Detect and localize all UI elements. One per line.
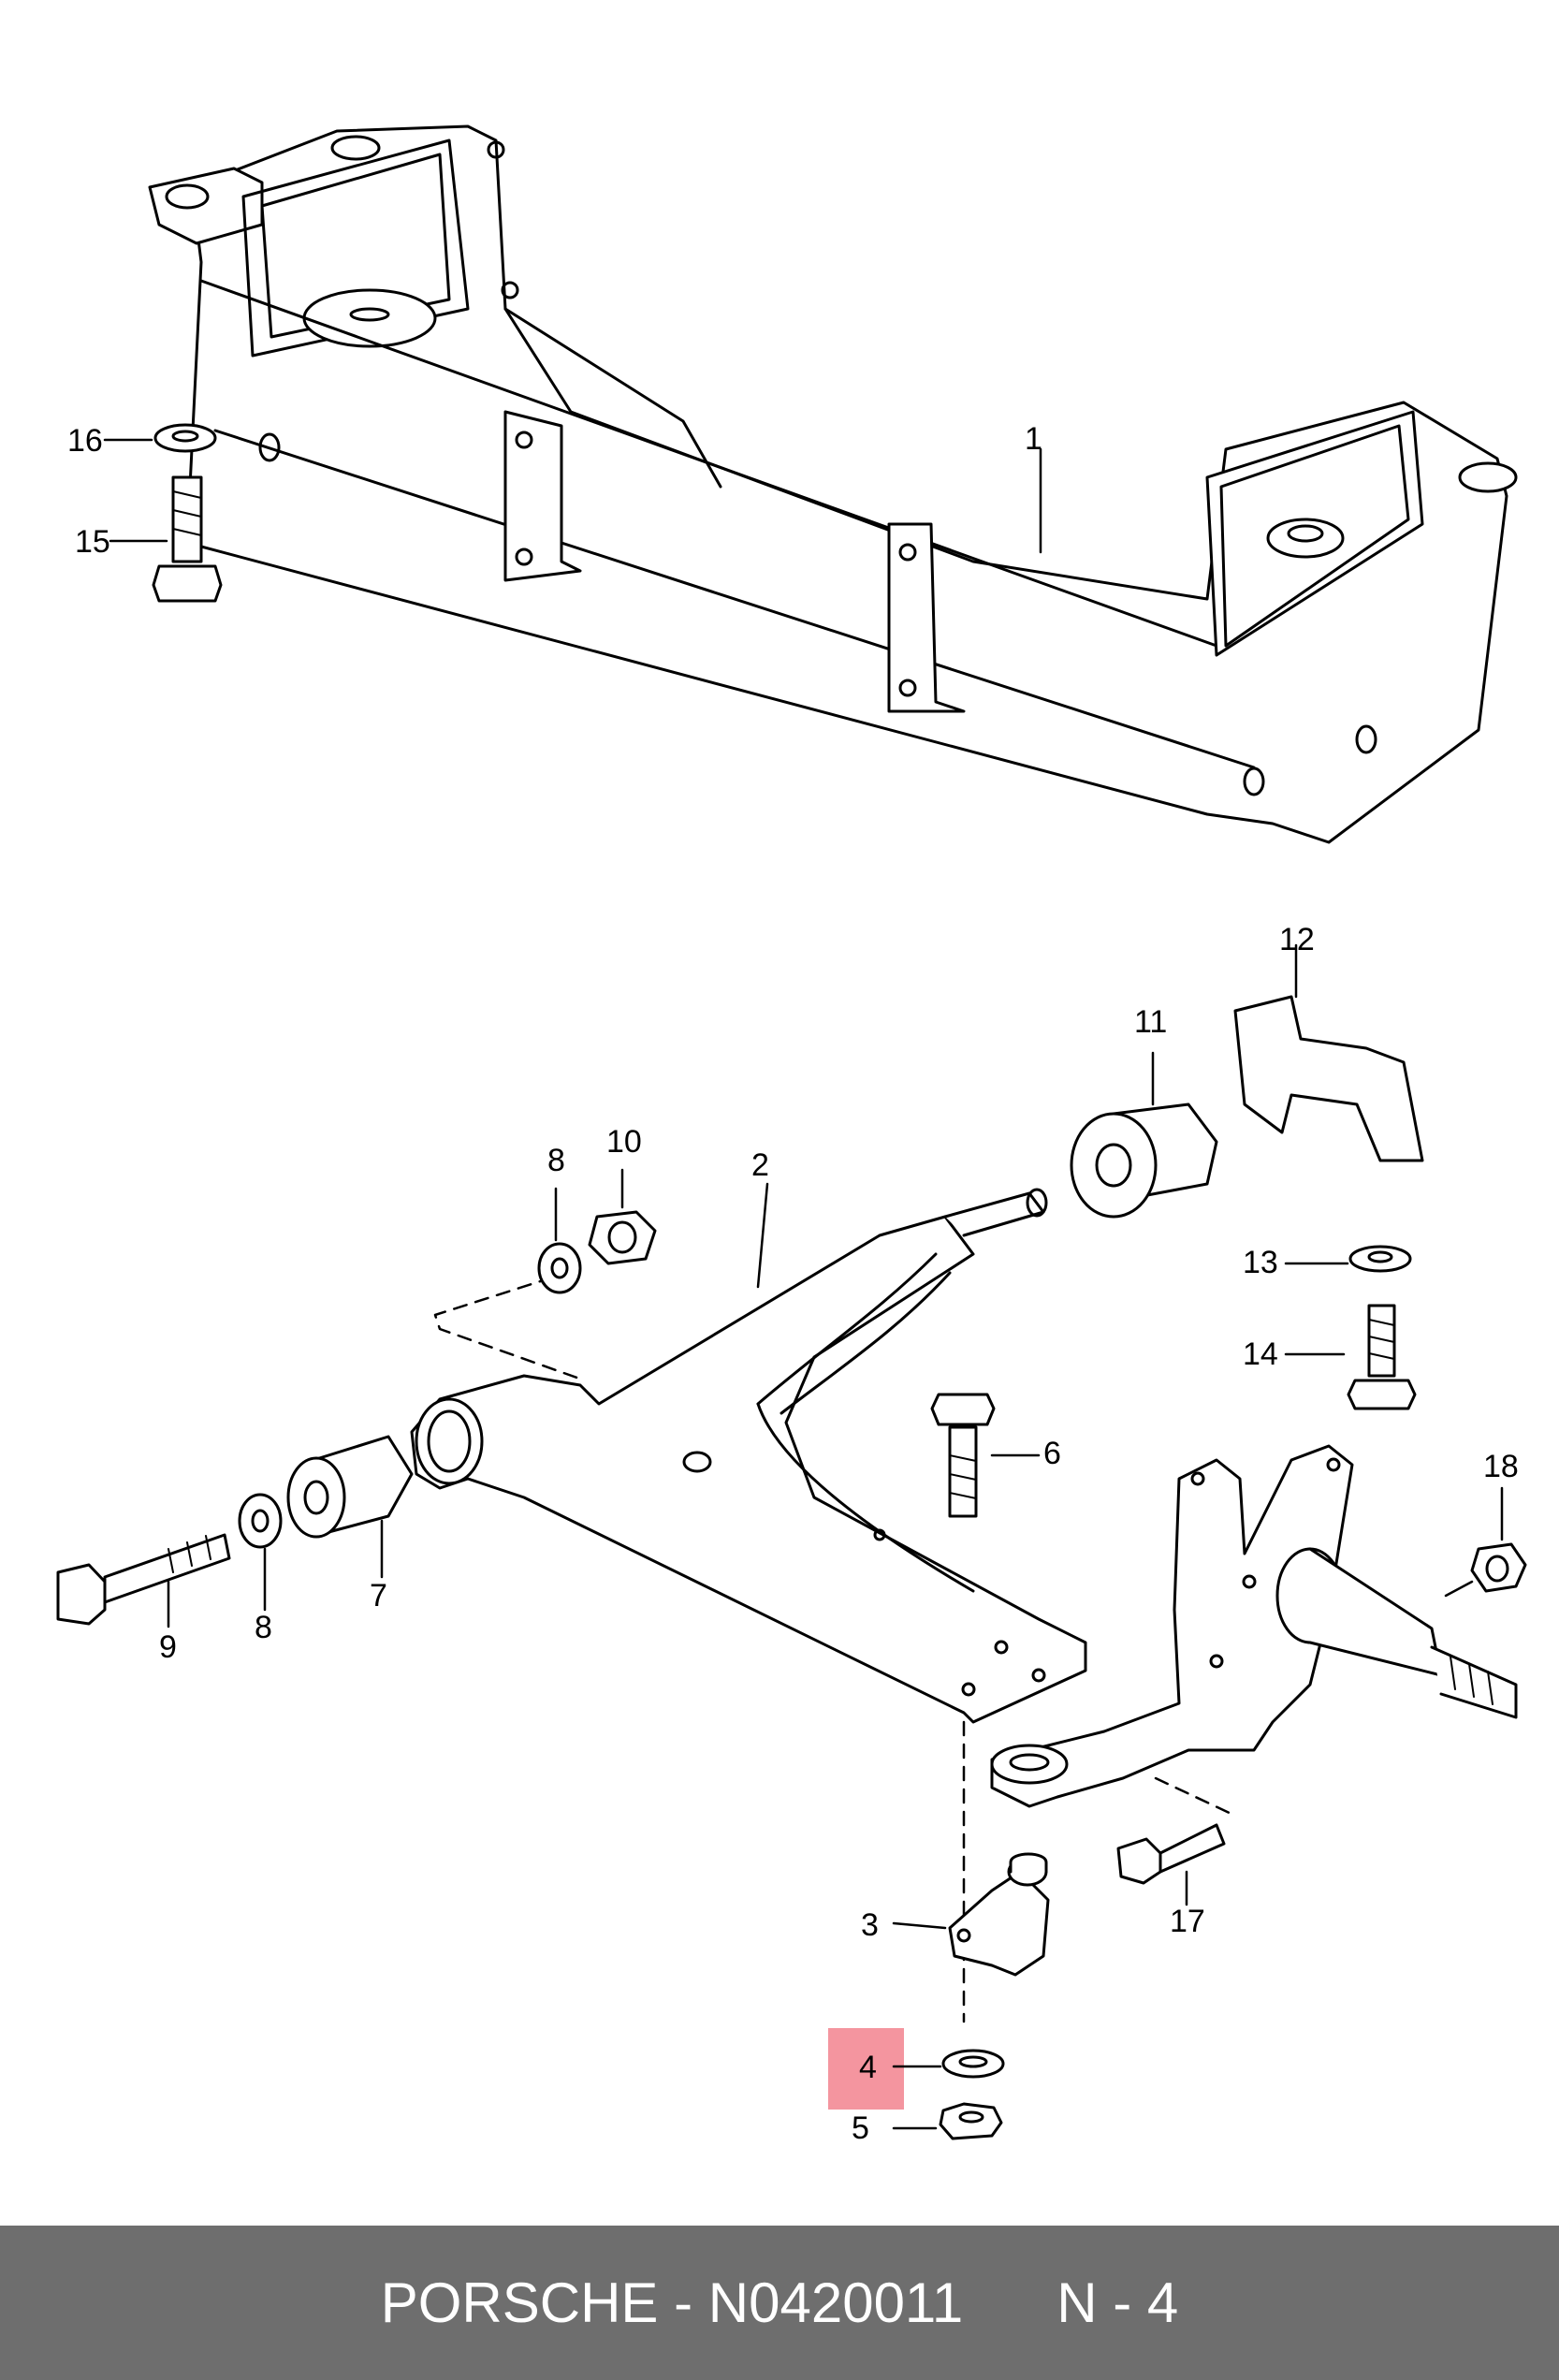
callout-4: 4 (859, 2050, 877, 2085)
callout-9: 9 (159, 1629, 177, 1665)
nut-part-18 (1444, 1486, 1527, 1598)
washer-part-8-bottom (238, 1493, 283, 1612)
ball-joint-part-3 (892, 1852, 1050, 1977)
bolt-part-15 (109, 475, 223, 603)
callout-11: 11 (1134, 1004, 1168, 1040)
bushing-part-7 (286, 1435, 414, 1579)
footer-part-number: PORSCHE - N0420011 (380, 2271, 964, 2334)
bolt-part-9 (56, 1533, 231, 1628)
crossmember-part-1 (148, 124, 1518, 844)
bushing-part-11 (1070, 1051, 1218, 1219)
washer-part-8-top (537, 1187, 582, 1294)
washer-part-16 (103, 423, 217, 453)
callout-15: 15 (75, 524, 110, 560)
callout-7: 7 (370, 1578, 387, 1613)
footer-bar: PORSCHE - N0420011 N - 4 (0, 2226, 1559, 2380)
callout-2: 2 (751, 1147, 769, 1183)
clamp-part-12 (1233, 943, 1424, 1162)
callout-17: 17 (1170, 1904, 1205, 1939)
callout-8-top: 8 (547, 1143, 565, 1178)
bolt-part-6 (930, 1393, 1041, 1518)
bolt-part-17 (1116, 1823, 1226, 1906)
footer-ref: N - 4 (1056, 2271, 1179, 2334)
steering-knuckle (990, 1444, 1518, 1808)
washer-part-13 (1284, 1245, 1412, 1273)
callout-5: 5 (852, 2110, 869, 2146)
exploded-parts-diagram (56, 124, 1527, 2140)
callout-1: 1 (1025, 421, 1042, 457)
callout-13: 13 (1243, 1245, 1278, 1280)
bolt-part-14 (1284, 1304, 1417, 1410)
callout-12: 12 (1279, 922, 1315, 957)
nut-part-5 (892, 2102, 1003, 2140)
callout-16: 16 (67, 423, 103, 459)
callout-14: 14 (1243, 1336, 1278, 1372)
control-arm-part-2 (410, 1182, 1087, 1724)
callout-3: 3 (861, 1907, 879, 1943)
callout-18: 18 (1483, 1449, 1519, 1484)
callout-6: 6 (1043, 1436, 1061, 1471)
lock-washer-part-4 (892, 2049, 1005, 2079)
callout-8-bottom: 8 (255, 1610, 272, 1645)
callout-10: 10 (606, 1124, 642, 1160)
nut-part-10 (588, 1168, 657, 1265)
footer-spacer (963, 2270, 1056, 2335)
highlight-box-part-4 (828, 2028, 904, 2110)
